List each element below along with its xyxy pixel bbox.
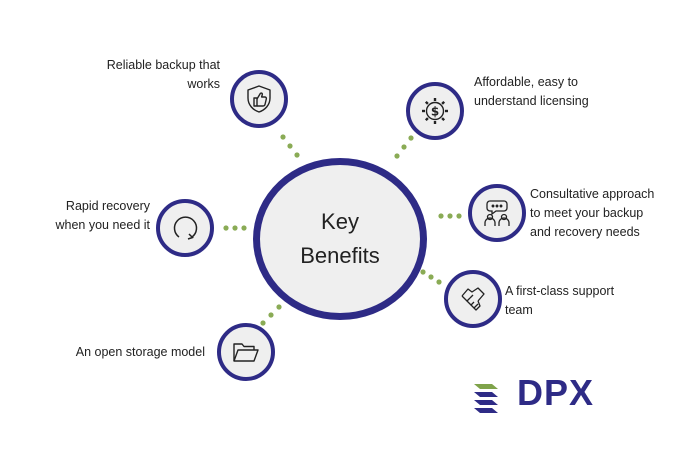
people-chat-icon	[484, 200, 510, 226]
benefit-label-line: An open storage model	[75, 345, 205, 359]
gear-dollar-icon: $	[422, 98, 448, 124]
benefit-label-support-team: A first-class support team	[505, 282, 675, 320]
svg-text:$: $	[431, 105, 439, 119]
benefit-label-line: A first-class support	[505, 284, 615, 298]
dpx-logo-text: DPX	[517, 372, 595, 413]
hub-title-line2: Benefits	[300, 243, 380, 268]
benefit-label-reliable-backup: Reliable backup that works	[60, 56, 220, 94]
benefit-label-rapid-recovery: Rapid recovery when you need it	[10, 197, 150, 235]
benefit-node-reliable-backup	[230, 70, 288, 128]
benefit-label-line: to meet your backup	[530, 206, 644, 220]
benefit-label-line: and recovery needs	[530, 225, 640, 239]
benefit-label-open-storage: An open storage model	[20, 343, 205, 362]
benefit-label-line: when you need it	[55, 218, 150, 232]
benefit-node-consultative-approach	[468, 184, 526, 242]
benefit-node-open-storage	[217, 323, 275, 381]
benefit-node-affordable-licensing: $	[406, 82, 464, 140]
dpx-logo	[474, 384, 498, 413]
circular-arrow-icon	[173, 216, 198, 240]
benefit-label-line: works	[187, 77, 220, 91]
benefit-label-line: Consultative approach	[530, 187, 655, 201]
handshake-icon	[461, 287, 485, 311]
hub-title-line1: Key	[321, 209, 359, 234]
benefit-label-line: Reliable backup that	[106, 58, 220, 72]
benefit-label-line: Affordable, easy to	[474, 75, 579, 89]
benefit-label-line: Rapid recovery	[65, 199, 150, 213]
key-benefits-hub: Key Benefits	[253, 158, 427, 320]
dpx-logo-mark	[474, 384, 498, 413]
benefit-label-consultative-approach: Consultative approach to meet your backu…	[530, 185, 680, 242]
benefit-label-line: team	[505, 303, 533, 317]
benefit-label-line: understand licensing	[474, 94, 589, 108]
open-folder-icon	[233, 343, 259, 362]
benefit-label-affordable-licensing: Affordable, easy to understand licensing	[474, 73, 664, 111]
benefit-node-support-team	[444, 270, 502, 328]
shield-thumbs-up-icon	[247, 85, 271, 113]
benefit-node-rapid-recovery	[156, 199, 214, 257]
